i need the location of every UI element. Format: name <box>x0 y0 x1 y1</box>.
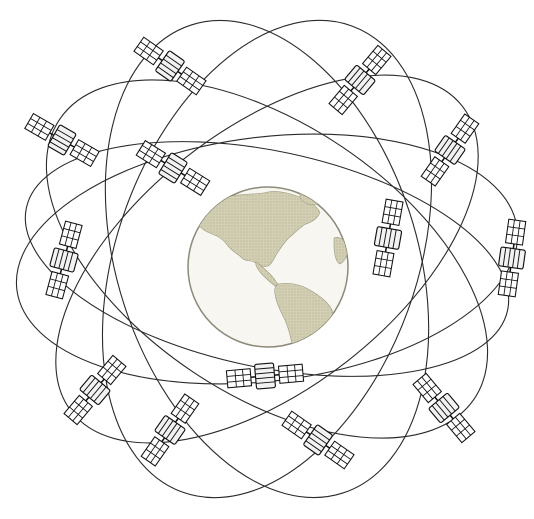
satellite-icon <box>280 408 356 472</box>
satellite-icon <box>132 34 208 98</box>
satellite-icon <box>494 219 529 298</box>
satellite-icon <box>226 360 304 391</box>
satellite-icon <box>23 110 101 169</box>
satellite-icon <box>369 198 407 277</box>
satellite-icon <box>326 43 394 117</box>
globe-icon <box>188 187 348 354</box>
